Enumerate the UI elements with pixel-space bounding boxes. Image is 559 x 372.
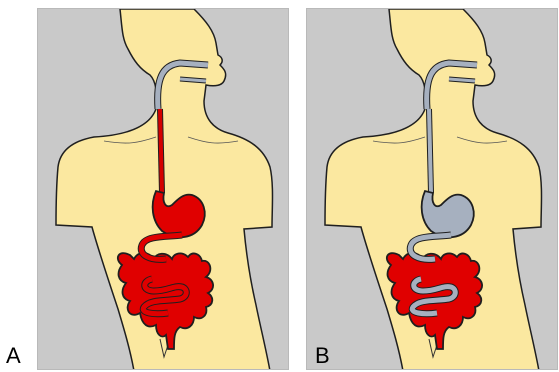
panel-label-b: B (315, 345, 330, 367)
body-figure-a (38, 9, 289, 370)
body-figure-b (307, 9, 558, 370)
panel-label-a: A (6, 345, 21, 367)
diagram-panel-a (37, 8, 289, 370)
esophagus (429, 109, 431, 193)
stomach (422, 191, 474, 237)
stomach (153, 191, 205, 237)
esophagus (160, 109, 162, 193)
diagram-panel-b (306, 8, 558, 370)
